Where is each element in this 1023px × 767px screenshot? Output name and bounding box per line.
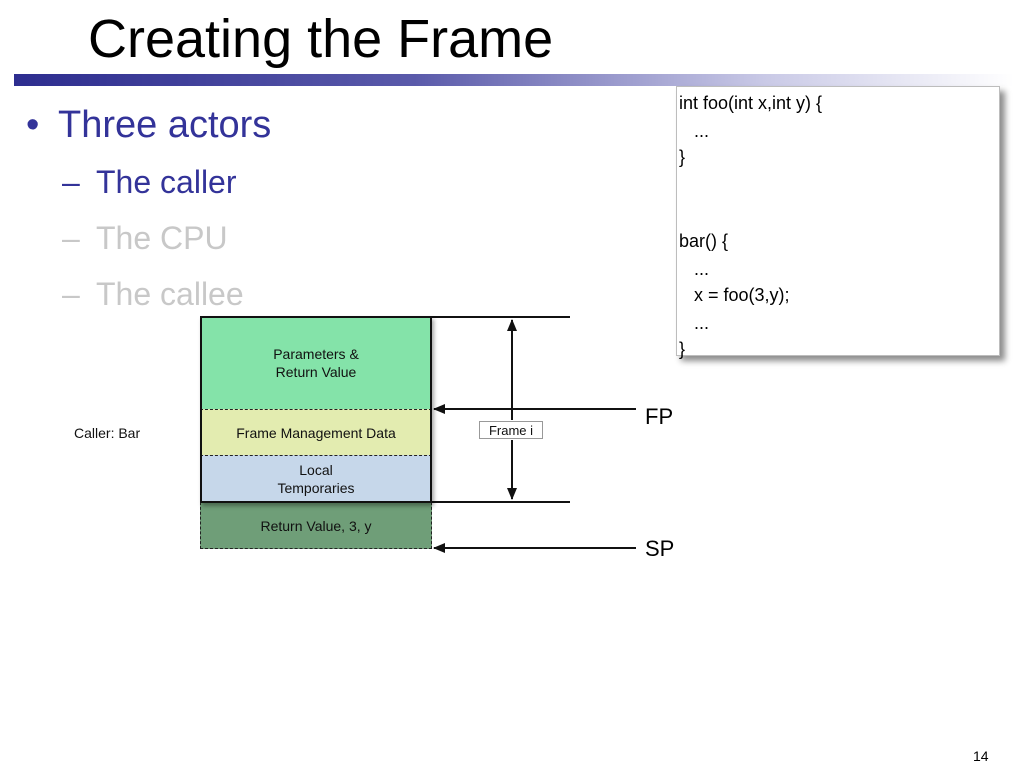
fp-label: FP	[645, 404, 674, 429]
bullet-glyph: •	[26, 104, 40, 146]
bullet-three-actors: • Three actors	[26, 104, 271, 147]
code-line: int foo(int x,int y) {	[679, 93, 823, 113]
sub-item-label: The CPU	[96, 220, 228, 256]
sub-item-cpu: –The CPU	[62, 220, 228, 257]
sub-item-label: The callee	[96, 276, 244, 312]
code-line: ...	[679, 259, 710, 279]
frame-i-label: Frame i	[479, 421, 543, 439]
sub-item-label: The caller	[96, 164, 237, 200]
page-number: 14	[973, 748, 989, 764]
code-line: ...	[679, 313, 710, 333]
code-line: ...	[679, 121, 710, 141]
bullet-label: Three actors	[58, 104, 272, 146]
caller-label: Caller: Bar	[74, 425, 141, 441]
sub-item-callee: –The callee	[62, 276, 244, 313]
code-box: int foo(int x,int y) { ... } bar() { ...…	[676, 86, 1000, 359]
stack-block-label: Parameters & Return Value	[273, 346, 359, 380]
slide-title: Creating the Frame	[88, 9, 554, 69]
dash-glyph: –	[62, 164, 80, 200]
stack-block-return-value: Return Value, 3, y	[200, 502, 432, 549]
stack-block-local-temporaries: Local Temporaries	[200, 455, 432, 503]
stack-block-label: Local Temporaries	[277, 462, 355, 496]
stack-block-frame-management: Frame Management Data	[200, 409, 432, 456]
stack-block-label: Frame Management Data	[236, 424, 396, 441]
stack-block-parameters: Parameters & Return Value	[200, 316, 432, 410]
sp-label: SP	[645, 536, 675, 561]
sub-item-caller: –The caller	[62, 164, 237, 201]
dash-glyph: –	[62, 220, 80, 256]
code-line: }	[679, 339, 686, 359]
stack-block-label: Return Value, 3, y	[260, 517, 372, 534]
title-rule	[14, 74, 1014, 86]
code-line: bar() {	[679, 231, 729, 251]
code-line: x = foo(3,y);	[679, 285, 790, 305]
dash-glyph: –	[62, 276, 80, 312]
code-line: }	[679, 147, 686, 167]
